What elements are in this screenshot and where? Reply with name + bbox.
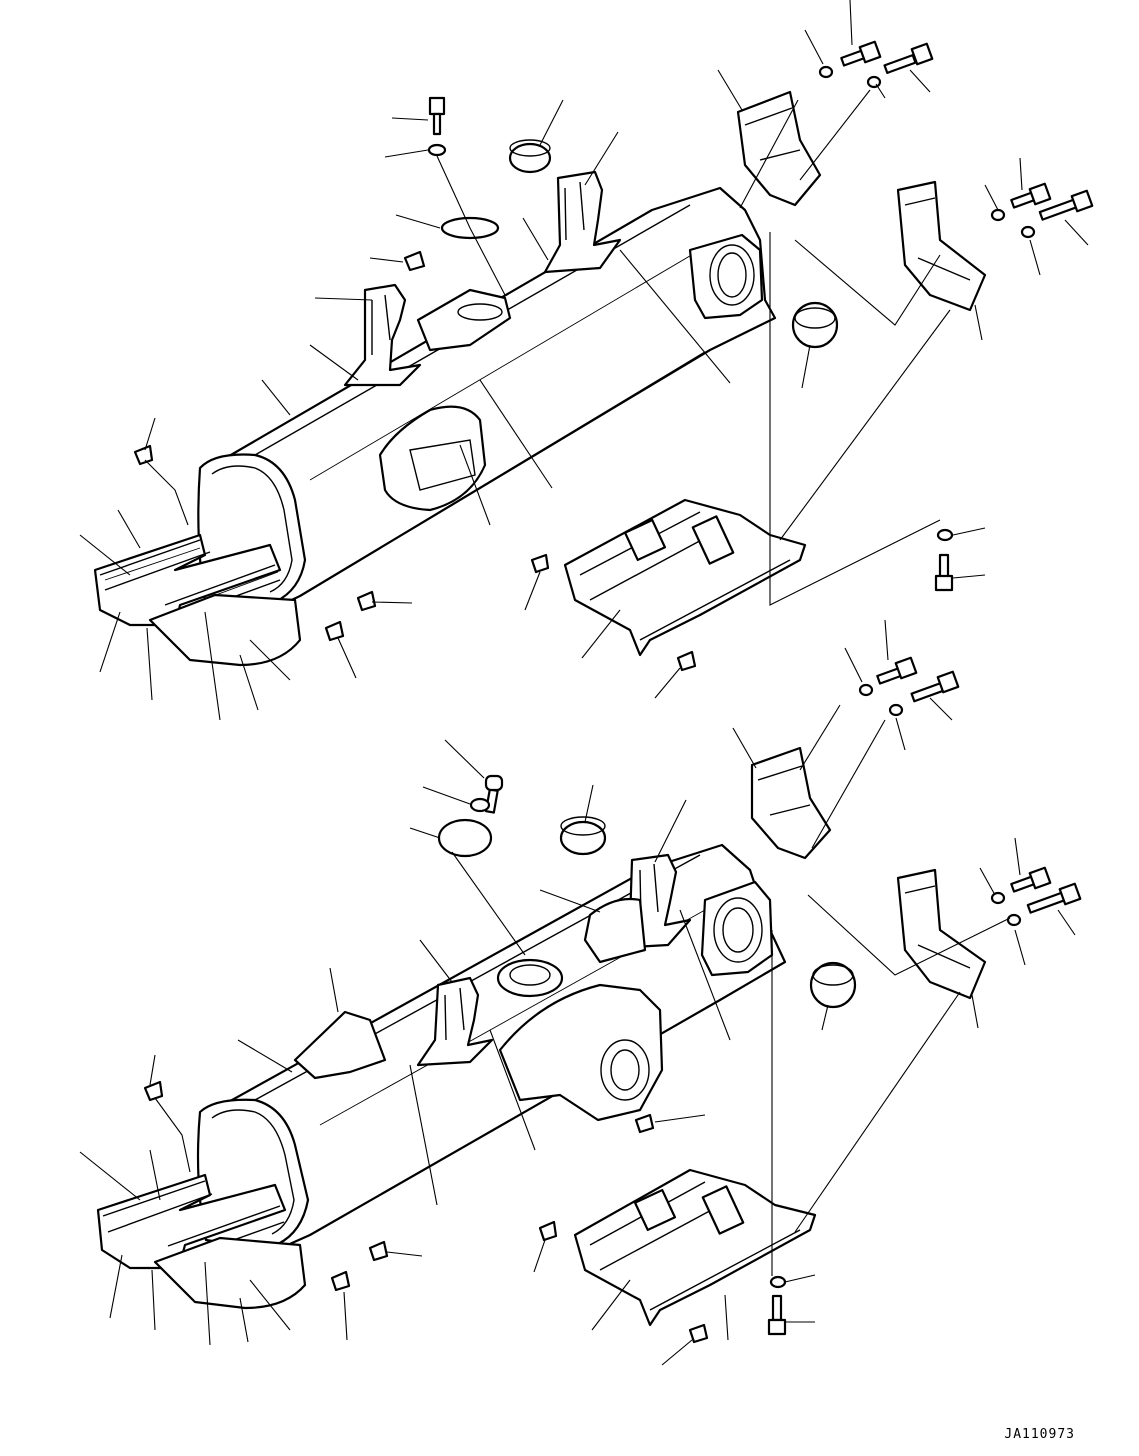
upper-leader-lines [79, 0, 1089, 721]
upper-cross-member [563, 498, 807, 657]
lower-cap-f [688, 1323, 709, 1344]
upper-bolt-top [428, 96, 446, 116]
upper-bushing-top [508, 139, 552, 174]
lower-rear-mount [293, 1010, 387, 1080]
upper-cap-d [324, 620, 345, 642]
upper-lower-skirt [148, 593, 302, 667]
upper-cap-e [530, 553, 550, 574]
lower-cap-d [634, 1113, 655, 1134]
lower-bolt-set-1 [858, 656, 918, 697]
upper-washer-mid [936, 528, 954, 542]
lower-cover-disc [437, 818, 493, 858]
upper-end-housing [688, 233, 764, 320]
lower-cap-c [330, 1270, 351, 1292]
lower-cap-a [143, 1080, 164, 1102]
lower-bolt-set-4 [1006, 882, 1082, 927]
lower-bracket-left [416, 976, 494, 1067]
lower-bushing-top [559, 816, 607, 856]
lower-center-housing [498, 983, 664, 1122]
lower-cap-e [538, 1220, 558, 1242]
upper-washer-top [427, 143, 447, 157]
upper-bolt-mid [938, 553, 950, 579]
lower-cross-member [573, 1168, 817, 1327]
lower-bolt-set-3 [990, 866, 1052, 905]
upper-bracket-right [543, 170, 622, 274]
upper-bolt-set-3 [990, 182, 1052, 222]
lower-side-plate [583, 897, 647, 964]
lower-lower-skirt [153, 1236, 307, 1310]
upper-bolt-set-1 [818, 40, 882, 79]
drawing-code-label: JA110973 [1004, 1427, 1075, 1442]
lower-cap-b [368, 1240, 389, 1262]
upper-cap-c [356, 590, 377, 612]
upper-guard-right [896, 180, 987, 312]
upper-bolt-set-2 [866, 42, 934, 89]
lower-guard-left [750, 746, 832, 860]
lower-washer-top [469, 797, 491, 813]
lower-guard-right [896, 868, 987, 1000]
lower-port-cover [496, 958, 564, 998]
upper-frame-assembly [79, 0, 1094, 721]
lower-frame-assembly [79, 619, 1082, 1366]
upper-cap-a [133, 444, 154, 466]
upper-side-housing [378, 405, 487, 512]
upper-bushing-right [791, 301, 839, 349]
upper-bolt-set-4 [1020, 189, 1094, 239]
lower-end-housing [700, 880, 774, 977]
lower-bolt-mid [771, 1294, 783, 1322]
lower-bushing-right [809, 961, 857, 1009]
upper-cap-b [403, 250, 426, 272]
lower-leader-lines [79, 619, 1076, 1366]
upper-cap-f [676, 650, 697, 672]
lower-bolt-set-2 [888, 670, 960, 717]
upper-bracket-left [343, 283, 422, 387]
lower-washer-mid [769, 1275, 787, 1289]
